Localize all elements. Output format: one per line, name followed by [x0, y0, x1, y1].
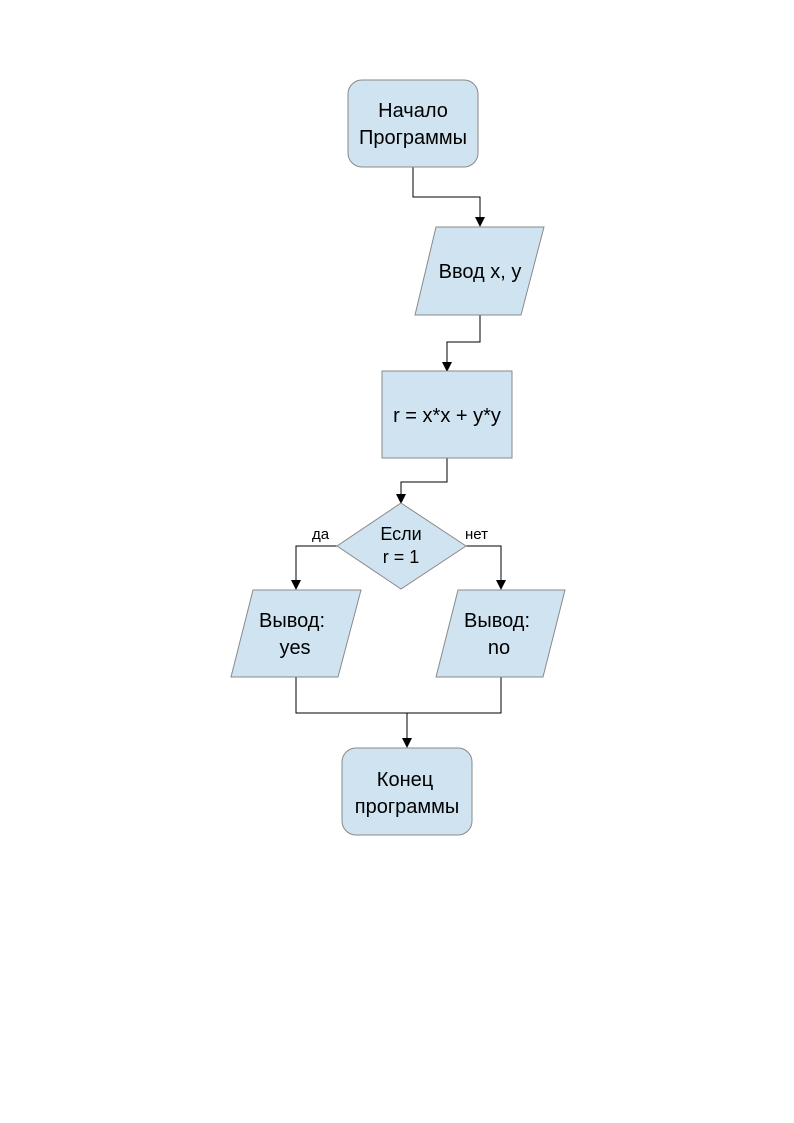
- process-node: r = x*x + y*y: [381, 370, 513, 459]
- end-node-line2: программы: [355, 796, 460, 818]
- start-node-shape: [347, 79, 479, 168]
- decision-node: Если r = 1: [336, 502, 467, 590]
- end-node-shape: [341, 747, 473, 836]
- start-node-line1: Начало: [378, 100, 448, 122]
- output-yes-node-shape: [230, 589, 362, 678]
- end-node: Конец программы: [341, 747, 473, 836]
- input-node: Ввод x, y: [414, 226, 545, 316]
- decision-node-line2: r = 1: [383, 547, 420, 567]
- connector-decision-to-no: [466, 545, 506, 590]
- decision-node-shape: [336, 502, 467, 590]
- output-yes-line1: Вывод:: [259, 610, 325, 632]
- connector-no-to-merge: [407, 677, 502, 714]
- output-no-node: Вывод: no: [435, 589, 566, 678]
- input-node-text: Ввод x, y: [439, 261, 522, 283]
- branch-no-label: нет: [465, 526, 488, 543]
- start-node: Начало Программы: [347, 79, 479, 168]
- process-node-shape: [381, 370, 513, 459]
- connector-process-to-decision: [396, 458, 448, 504]
- connector-yes-to-merge: [295, 677, 407, 714]
- process-node-text: r = x*x + y*y: [393, 405, 501, 427]
- output-no-node-shape: [435, 589, 566, 678]
- connector-input-to-process: [442, 315, 481, 372]
- start-node-line2: Программы: [359, 127, 467, 149]
- branch-yes-label: да: [312, 526, 330, 543]
- output-no-line2: no: [488, 637, 510, 659]
- end-node-line1: Конец: [377, 769, 433, 791]
- output-no-line1: Вывод:: [464, 610, 530, 632]
- output-yes-node: Вывод: yes: [230, 589, 362, 678]
- output-yes-line2: yes: [279, 637, 310, 659]
- decision-node-line1: Если: [380, 524, 421, 544]
- input-node-shape: [414, 226, 545, 316]
- connector-decision-to-yes: [291, 545, 337, 590]
- connector-start-to-input: [412, 167, 485, 227]
